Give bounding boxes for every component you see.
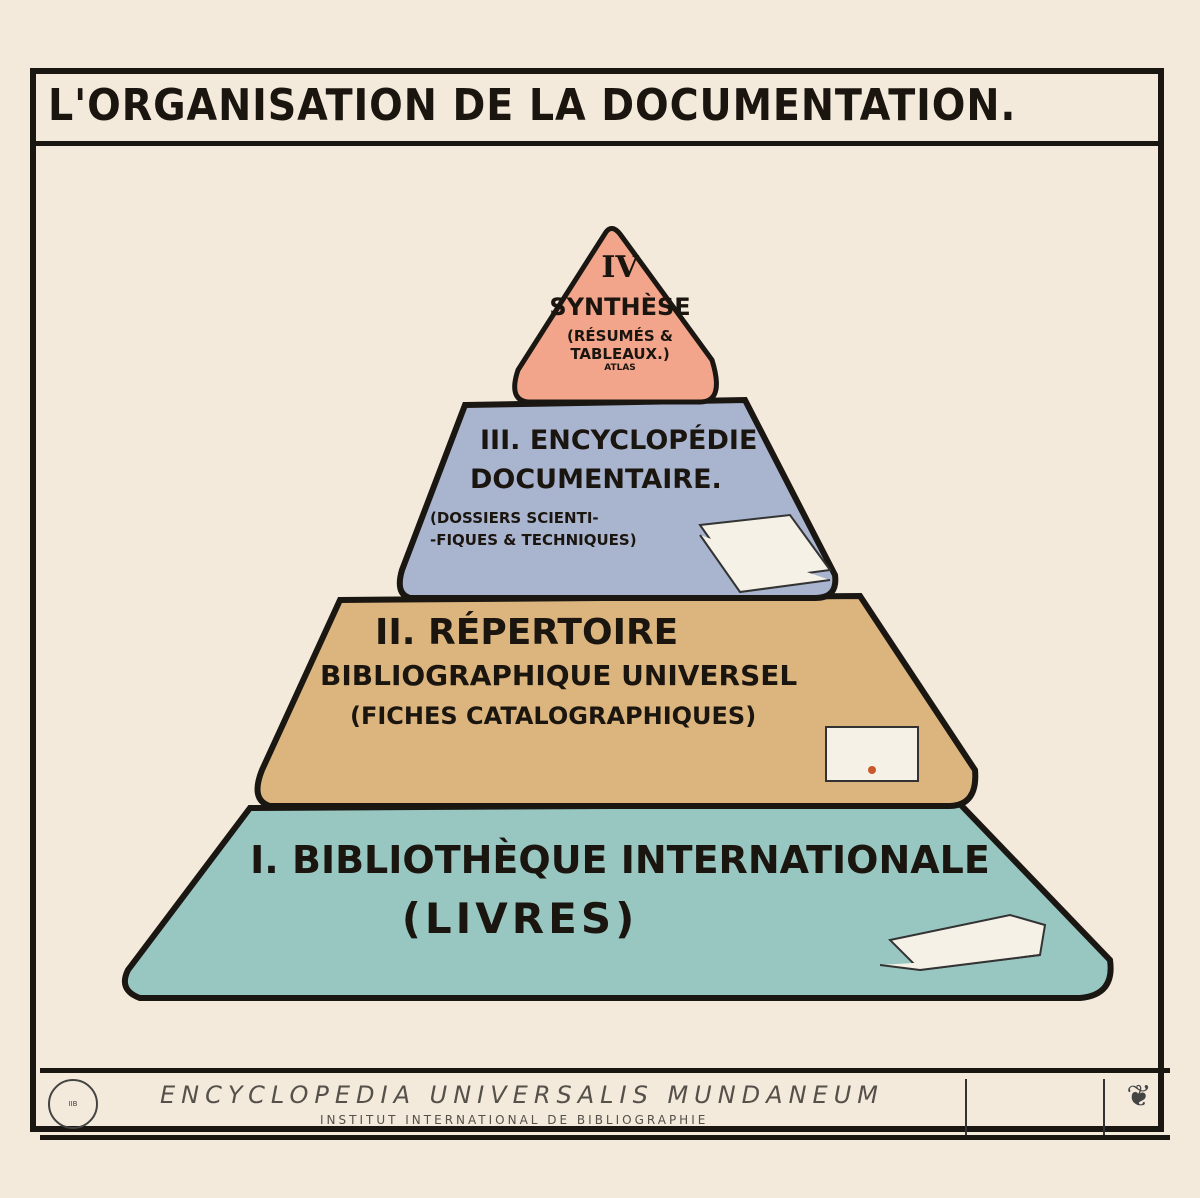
globe-seal-icon: IIB <box>48 1079 98 1129</box>
tier-1-label: I. BIBLIOTHÈQUE INTERNATIONALE (LIVRES) <box>230 838 1010 943</box>
tier-4-numeral: IV <box>601 250 639 285</box>
tier-4-detail-1: (RÉSUMÉS & <box>567 327 673 345</box>
footer-sub: INSTITUT INTERNATIONAL DE BIBLIOGRAPHIE <box>320 1113 709 1127</box>
book-icon <box>879 913 1047 972</box>
tier-2-name: RÉPERTOIRE <box>428 612 679 653</box>
tier-1-detail: (LIVRES) <box>401 894 639 943</box>
tier-4-name: SYNTHÈSE <box>549 293 691 321</box>
tier-3-detail-1: (DOSSIERS SCIENTI- <box>430 509 599 527</box>
tier-4-detail-2: TABLEAUX.) <box>570 345 670 363</box>
footer-main: ENCYCLOPEDIA UNIVERSALIS MUNDANEUM <box>160 1081 884 1109</box>
tree-emblem-icon: ❦ <box>1126 1079 1152 1114</box>
catalog-card-icon <box>825 726 919 782</box>
seal-text: IIB <box>68 1100 78 1108</box>
tier-3-name-2: DOCUMENTAIRE. <box>470 464 722 495</box>
tier-2-shape <box>254 592 979 809</box>
tier-4-label: IV SYNTHÈSE (RÉSUMÉS & TABLEAUX.) ATLAS <box>540 250 700 373</box>
poster-title: L'ORGANISATION DE LA DOCUMENTATION. <box>48 80 1017 131</box>
tier-2-name-2: BIBLIOGRAPHIQUE UNIVERSEL <box>320 659 798 692</box>
tier-4-note: ATLAS <box>604 363 636 373</box>
tier-1-name: BIBLIOTHÈQUE INTERNATIONALE <box>291 838 990 882</box>
tier-3-detail-2: -FIQUES & TECHNIQUES) <box>430 531 637 549</box>
tier-3-name: ENCYCLOPÉDIE <box>529 425 758 456</box>
tier-3-label: III. ENCYCLOPÉDIE DOCUMENTAIRE. (DOSSIER… <box>420 425 760 549</box>
tier-1-numeral: I. <box>250 838 279 882</box>
book-stack-icon <box>698 513 832 594</box>
footer: IIB ENCYCLOPEDIA UNIVERSALIS MUNDANEUM I… <box>40 1068 1170 1140</box>
poster-frame <box>30 68 1164 1132</box>
index-box <box>965 1079 1105 1135</box>
tier-2-label: II. RÉPERTOIRE BIBLIOGRAPHIQUE UNIVERSEL… <box>320 612 840 730</box>
tier-3-numeral: III. <box>480 425 521 456</box>
tier-2-detail-1: (FICHES CATALOGRAPHIQUES) <box>350 702 757 730</box>
title-bar: L'ORGANISATION DE LA DOCUMENTATION. <box>30 68 1164 146</box>
tier-4-shape <box>512 226 719 405</box>
tier-2-numeral: II. <box>375 612 416 653</box>
tier-1-shape <box>122 800 1114 1001</box>
